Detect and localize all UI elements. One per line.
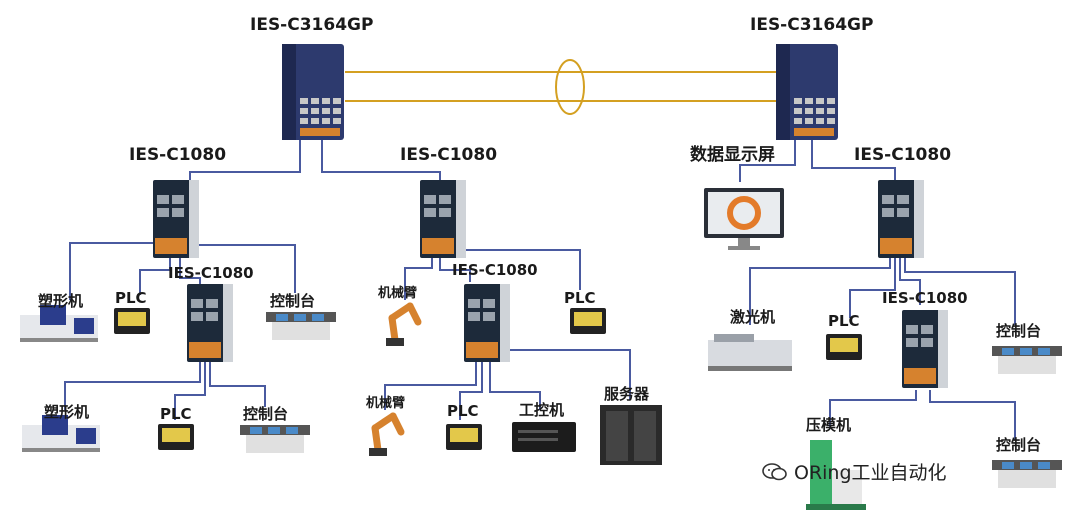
access-switch-b bbox=[420, 180, 466, 258]
console-3-label: 控制台 bbox=[996, 322, 1042, 340]
access-switch-c bbox=[878, 180, 924, 258]
laser-machine-icon bbox=[708, 334, 792, 371]
server-icon bbox=[600, 405, 662, 465]
watermark: ORing工业自动化 bbox=[762, 458, 947, 485]
access-switch-b2 bbox=[464, 284, 510, 362]
core-switch-2-label: IES-C3164GP bbox=[750, 15, 874, 35]
console-4-icon bbox=[992, 460, 1062, 488]
robot-arm-1-base bbox=[386, 338, 404, 346]
press-machine-icon bbox=[806, 440, 866, 510]
molding-machine-2-label: 塑形机 bbox=[44, 403, 90, 421]
core-switch-1 bbox=[282, 44, 344, 140]
ipc-icon bbox=[512, 422, 576, 452]
watermark-text: ORing工业自动化 bbox=[794, 462, 947, 484]
molding-machine-2-icon bbox=[22, 415, 100, 452]
fiber-ring-link bbox=[345, 59, 778, 115]
access-switch-b-label: IES-C1080 bbox=[400, 145, 498, 165]
console-2-label: 控制台 bbox=[243, 405, 289, 423]
access-switch-b2-label: IES-C1080 bbox=[452, 261, 538, 279]
access-switch-a bbox=[153, 180, 199, 258]
wechat-icon bbox=[762, 462, 787, 480]
console-2-icon bbox=[240, 425, 310, 453]
plc-5-label: PLC bbox=[828, 312, 860, 330]
console-3-icon bbox=[992, 346, 1062, 374]
access-switch-c2 bbox=[902, 310, 948, 388]
core-switch-1-label: IES-C3164GP bbox=[250, 15, 374, 35]
molding-machine-1-label: 塑形机 bbox=[38, 292, 84, 310]
molding-machine-1-icon bbox=[20, 305, 98, 342]
plc-5-icon bbox=[826, 334, 862, 360]
laser-machine-label: 激光机 bbox=[730, 308, 776, 326]
access-switch-a2-label: IES-C1080 bbox=[168, 264, 254, 282]
access-switch-a2 bbox=[187, 284, 233, 362]
display-screen-icon bbox=[704, 188, 784, 250]
access-switch-c-label: IES-C1080 bbox=[854, 145, 952, 165]
console-1-icon bbox=[266, 312, 336, 340]
robot-arm-2-base bbox=[369, 448, 387, 456]
plc-3-label: PLC bbox=[564, 289, 596, 307]
robot-arm-1-label: 机械臂 bbox=[378, 286, 418, 301]
access-switch-a-label: IES-C1080 bbox=[129, 145, 227, 165]
plc-4-icon bbox=[446, 424, 482, 450]
plc-1-label: PLC bbox=[115, 289, 147, 307]
robot-arm-1-icon bbox=[388, 302, 422, 344]
press-machine-label: 压模机 bbox=[806, 416, 852, 434]
plc-2-label: PLC bbox=[160, 405, 192, 423]
access-switch-c2-label: IES-C1080 bbox=[882, 289, 968, 307]
core-switch-2 bbox=[776, 44, 838, 140]
plc-3-icon bbox=[570, 308, 606, 334]
server-label: 服务器 bbox=[604, 385, 650, 403]
plc-4-label: PLC bbox=[447, 402, 479, 420]
robot-arm-2-label: 机械臂 bbox=[366, 396, 406, 411]
plc-2-icon bbox=[158, 424, 194, 450]
ipc-label: 工控机 bbox=[519, 401, 565, 419]
robot-arm-2-icon bbox=[371, 412, 405, 454]
plc-1-icon bbox=[114, 308, 150, 334]
display-screen-label: 数据显示屏 bbox=[690, 145, 775, 165]
copper-links bbox=[64, 140, 1016, 440]
console-1-label: 控制台 bbox=[270, 292, 316, 310]
console-4-label: 控制台 bbox=[996, 436, 1042, 454]
